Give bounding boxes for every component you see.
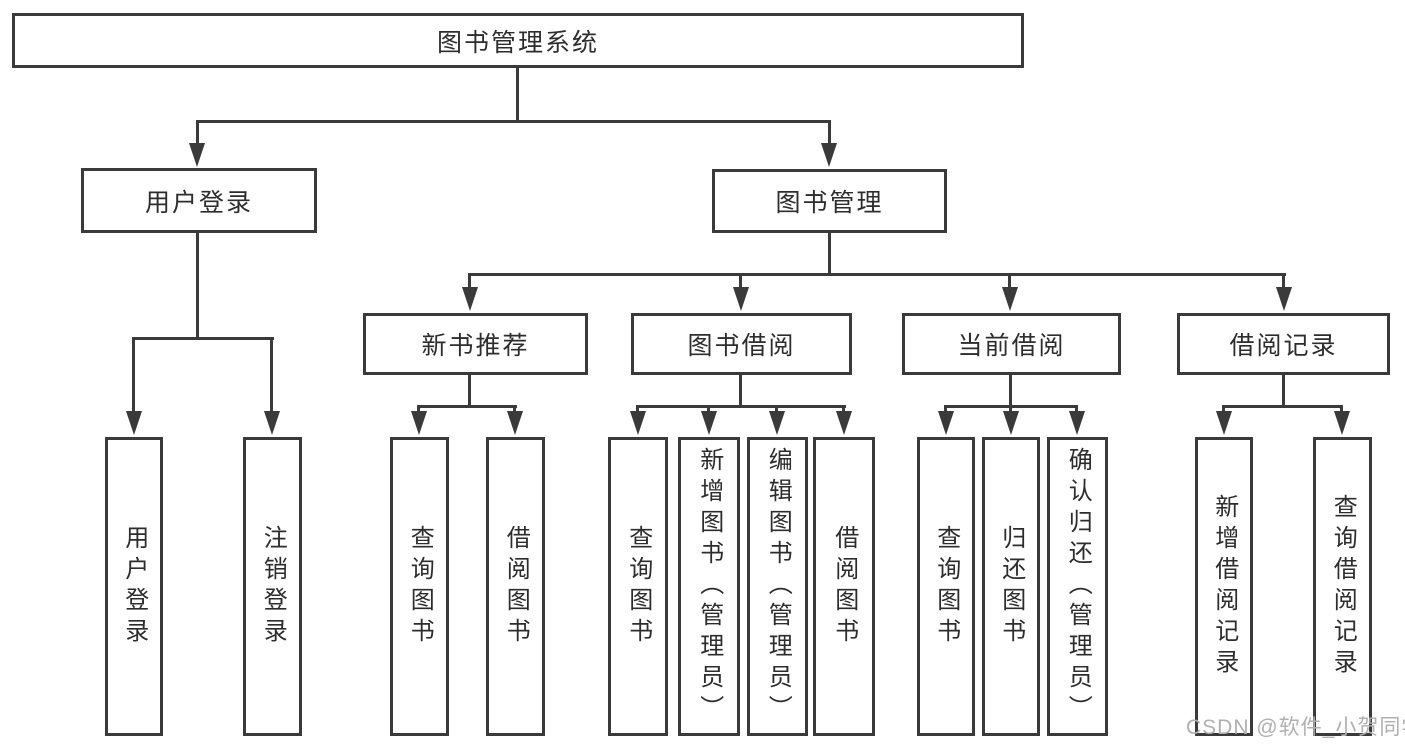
connector-bookborrow-stem xyxy=(739,375,742,405)
leaf-logout: 注销登录 xyxy=(243,437,302,736)
connector-newbooks-drop-2 xyxy=(513,405,516,415)
leaf-user-login: 用户登录 xyxy=(105,437,163,736)
arrowhead-down-new-book-recommend xyxy=(462,287,478,311)
arrowhead-down-records-query xyxy=(1334,411,1350,435)
connector-bookmgmt-drop-4 xyxy=(1282,273,1285,291)
connector-records-drop-2 xyxy=(1340,405,1343,415)
connector-root-stem xyxy=(516,68,519,120)
arrowhead-down-leaf-logout xyxy=(264,411,280,435)
node-root: 图书管理系统 xyxy=(12,13,1024,68)
connector-currentborrow-drop-3 xyxy=(1075,405,1078,415)
leaf-records-add-record: 新增借阅记录 xyxy=(1195,437,1253,736)
arrowhead-down-newbooks-borrow xyxy=(507,411,523,435)
leaf-logout-label: 注销登录 xyxy=(259,524,287,649)
node-borrow-records: 借阅记录 xyxy=(1177,313,1390,375)
leaf-borrow-add-book-admin-label: 新增图书（管理员） xyxy=(695,447,723,726)
connector-bookmgmt-drop-2 xyxy=(739,273,742,291)
leaf-newbooks-borrow-book: 借阅图书 xyxy=(486,437,545,736)
arrowhead-down-current-return xyxy=(1003,411,1019,435)
leaf-newbooks-query-book: 查询图书 xyxy=(390,437,449,736)
arrowhead-down-newbooks-query xyxy=(411,411,427,435)
node-new-book-recommend-label: 新书推荐 xyxy=(421,332,530,360)
connector-bookborrow-drop-2 xyxy=(707,405,710,415)
connector-bookmgmt-drop-1 xyxy=(468,273,471,291)
leaf-borrow-borrow-book-label: 借阅图书 xyxy=(830,524,858,649)
node-user-login: 用户登录 xyxy=(81,168,317,233)
connector-bookborrow-drop-4 xyxy=(842,405,845,415)
arrowhead-down-book-borrow xyxy=(733,287,749,311)
leaf-records-query-record: 查询借阅记录 xyxy=(1313,437,1372,736)
node-borrow-records-label: 借阅记录 xyxy=(1229,332,1338,360)
leaf-user-login-label: 用户登录 xyxy=(120,524,148,649)
connector-currentborrow-stem xyxy=(1009,375,1012,405)
node-root-label: 图书管理系统 xyxy=(436,28,599,57)
connector-bookmgmt-stem xyxy=(828,233,831,273)
node-new-book-recommend: 新书推荐 xyxy=(363,313,588,375)
arrowhead-down-bookborrow-add xyxy=(701,411,717,435)
leaf-records-query-record-label: 查询借阅记录 xyxy=(1329,493,1357,680)
node-current-borrow: 当前借阅 xyxy=(902,313,1121,375)
connector-records-bar xyxy=(1223,405,1343,408)
leaf-current-query-book: 查询图书 xyxy=(917,437,975,736)
connector-records-drop-1 xyxy=(1222,405,1225,415)
arrowhead-down-records-add xyxy=(1216,411,1232,435)
connector-bookmgmt-drop-3 xyxy=(1008,273,1011,291)
node-book-management: 图书管理 xyxy=(712,169,947,233)
leaf-newbooks-query-book-label: 查询图书 xyxy=(406,524,434,649)
watermark: CSDN @软件_小贺同学 xyxy=(1186,716,1405,739)
node-user-login-label: 用户登录 xyxy=(144,188,253,217)
node-book-borrow: 图书借阅 xyxy=(631,313,852,375)
node-book-borrow-label: 图书借阅 xyxy=(687,332,796,360)
arrowhead-down-leaf-user-login xyxy=(126,411,142,435)
leaf-current-confirm-return-admin-label: 确认归还（管理员） xyxy=(1064,447,1092,726)
connector-root-drop-right xyxy=(828,120,831,148)
arrowhead-down-bookborrow-query xyxy=(630,411,646,435)
leaf-current-return-book-label: 归还图书 xyxy=(997,524,1025,649)
connector-root-bar xyxy=(197,120,830,123)
connector-userlogin-drop-2 xyxy=(270,337,273,415)
connector-bookborrow-drop-1 xyxy=(636,405,639,415)
connector-userlogin-stem xyxy=(196,233,199,337)
connector-bookborrow-bar xyxy=(637,405,846,408)
connector-newbooks-bar xyxy=(418,405,517,408)
connector-userlogin-bar xyxy=(133,337,274,340)
leaf-borrow-edit-book-admin-label: 编辑图书（管理员） xyxy=(764,447,792,726)
connector-userlogin-drop-1 xyxy=(132,337,135,415)
connector-newbooks-drop-1 xyxy=(417,405,420,415)
connector-bookmgmt-bar xyxy=(469,273,1286,276)
leaf-borrow-borrow-book: 借阅图书 xyxy=(813,437,875,736)
connector-root-drop-left xyxy=(196,120,199,148)
arrowhead-down-book-management xyxy=(821,143,837,167)
connector-currentborrow-drop-1 xyxy=(944,405,947,415)
node-current-borrow-label: 当前借阅 xyxy=(957,332,1066,360)
leaf-borrow-query-book: 查询图书 xyxy=(608,437,668,736)
arrowhead-down-borrow-records xyxy=(1276,287,1292,311)
connector-newbooks-stem xyxy=(468,375,471,405)
leaf-borrow-edit-book-admin: 编辑图书（管理员） xyxy=(747,437,808,736)
leaf-current-confirm-return-admin: 确认归还（管理员） xyxy=(1047,437,1108,736)
arrowhead-down-current-query xyxy=(938,411,954,435)
leaf-current-return-book: 归还图书 xyxy=(982,437,1040,736)
arrowhead-down-current-confirm xyxy=(1069,411,1085,435)
node-book-management-label: 图书管理 xyxy=(775,189,884,217)
leaf-current-query-book-label: 查询图书 xyxy=(932,524,960,649)
leaf-borrow-add-book-admin: 新增图书（管理员） xyxy=(678,437,740,736)
leaf-records-add-record-label: 新增借阅记录 xyxy=(1210,493,1238,680)
arrowhead-down-bookborrow-borrow xyxy=(836,411,852,435)
arrowhead-down-bookborrow-edit xyxy=(769,411,785,435)
connector-records-stem xyxy=(1282,375,1285,405)
leaf-borrow-query-book-label: 查询图书 xyxy=(624,524,652,649)
leaf-newbooks-borrow-book-label: 借阅图书 xyxy=(502,524,530,649)
connector-bookborrow-drop-3 xyxy=(775,405,778,415)
connector-currentborrow-drop-2 xyxy=(1009,405,1012,415)
arrowhead-down-current-borrow xyxy=(1002,287,1018,311)
arrowhead-down-user-login xyxy=(189,143,205,167)
